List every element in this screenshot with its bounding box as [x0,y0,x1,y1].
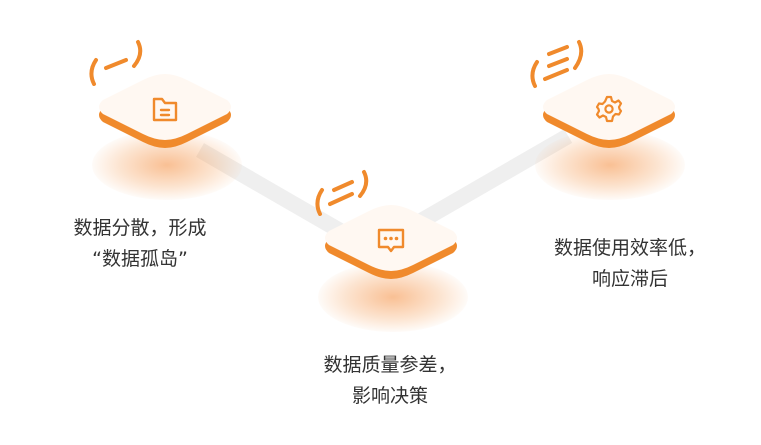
step-tile-1 [95,72,235,152]
step-3-line-1: 数据使用效率低， [553,237,706,259]
step-tile-2 [321,203,461,283]
step-label-3: 数据使用效率低， 响应滞后 [530,233,730,295]
step-1-line-1: 数据分散，形成 [73,217,207,239]
step-number-1 [86,36,146,86]
step-2-line-2: 影响决策 [351,385,428,407]
step-number-3 [527,36,587,88]
step-label-1: 数据分散，形成 “数据孤岛” [40,213,240,275]
step-tile-3 [539,72,679,152]
step-3-line-2: 响应滞后 [591,268,668,290]
step-1-line-2: “数据孤岛” [92,248,188,270]
step-number-2 [312,166,372,216]
message-dots-icon [377,228,405,253]
gear-icon [595,95,623,123]
step-2-line-1: 数据质量参差， [323,354,457,376]
folder-icon [152,97,178,122]
step-label-2: 数据质量参差， 影响决策 [290,350,490,412]
